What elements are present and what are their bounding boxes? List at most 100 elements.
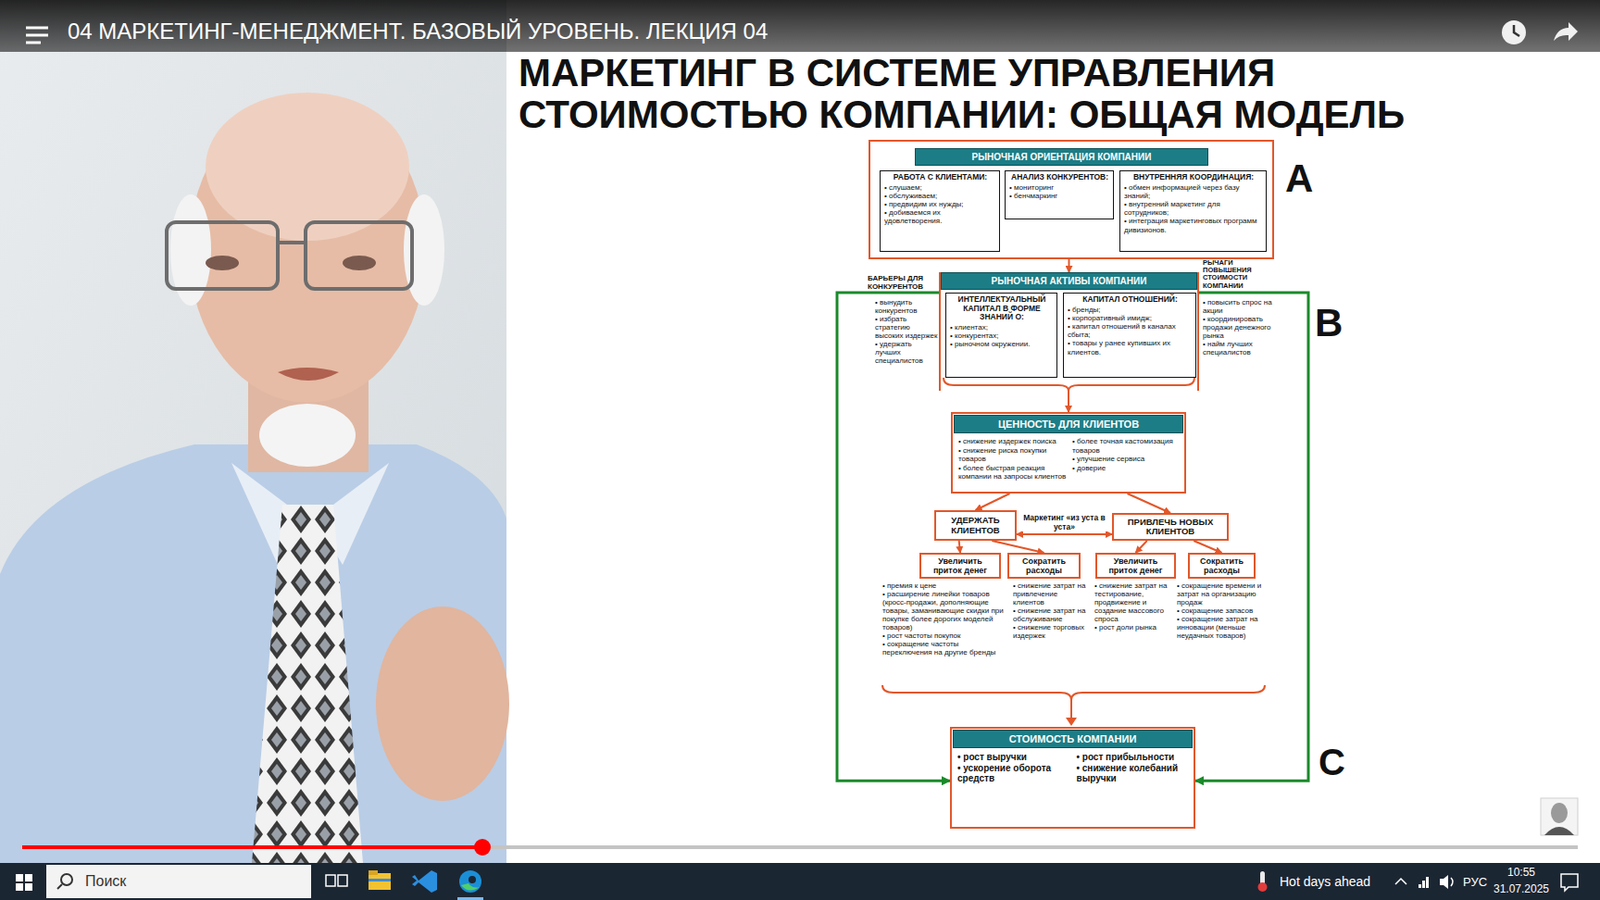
box-heading: РАБОТА С КЛИЕНТАМИ: (884, 173, 997, 183)
connector (1016, 533, 1113, 536)
list-item: • рост частоты покупок (882, 631, 1007, 640)
box-label: Увеличить приток денег (1100, 556, 1172, 575)
list-item: • найм лучших специалистов (1202, 339, 1274, 357)
list-item: • снижение затрат на привлечение клиенто… (1012, 581, 1089, 607)
section-letter: A (1285, 157, 1323, 200)
side-list: • вынудить конкурентов • избрать стратег… (875, 298, 938, 365)
list-item: • предвидим их нужды; (884, 200, 997, 209)
bullet-list: • снижение издержек поиска • снижение ри… (958, 437, 1067, 482)
side-heading: РЫЧАГИ ПОВЫШЕНИЯ СТОИМОСТИ КОМПАНИИ (1202, 259, 1274, 290)
list-item: • товары у ранее купивших их клиентов. (1067, 338, 1193, 356)
header-band: РЫНОЧНАЯ АКТИВЫ КОМПАНИИ (940, 272, 1198, 290)
progress-track (22, 845, 1578, 850)
notification-icon (1561, 874, 1578, 891)
connector (1136, 540, 1148, 553)
edge-icon (457, 870, 484, 900)
windows-logo (15, 874, 33, 891)
language-indicator: РУС (1462, 875, 1497, 890)
share-icon (1553, 22, 1578, 41)
process-box: АНАЛИЗ КОНКУРЕНТОВ:• мониторинг • бенчма… (1004, 170, 1114, 220)
taskbar (0, 862, 1600, 900)
bullet-list: • бренды; • корпоративный имидж; • капит… (1067, 305, 1193, 357)
list-item: • бренды; (1067, 305, 1193, 314)
action-box: Сократить расходы (1187, 552, 1256, 579)
box-label: УДЕРЖАТЬ КЛИЕНТОВ (938, 515, 1013, 536)
bracket-arrowhead (1065, 717, 1077, 726)
explorer-icon (368, 870, 391, 890)
channel-avatar (1540, 798, 1578, 836)
list-item: • премия к цене (882, 581, 1007, 590)
effect-list: • премия к цене • расширение линейки тов… (882, 581, 1007, 657)
progress-played (22, 845, 483, 850)
tray-chevron (1395, 878, 1407, 885)
slide-title: МАРКЕТИНГ В СИСТЕМЕ УПРАВЛЕНИЯ СТОИМОСТЬ… (518, 51, 1565, 136)
connector (837, 292, 950, 781)
clock-time: 10:55 (1490, 865, 1552, 880)
list-item: • более точная кастомизация товаров (1072, 437, 1181, 455)
box-label: ПРИВЛЕЧЬ НОВЫХ КЛИЕНТОВ (1116, 517, 1225, 538)
list-item: • снижение риска покупки товаров (958, 446, 1067, 464)
list-item: • улучшение сервиса (1072, 454, 1181, 464)
slide-ground (506, 0, 1600, 863)
section-letter: C (1318, 741, 1356, 783)
bullet-list: • рост выручки • ускорение оборота средс… (957, 751, 1072, 785)
list-item: • рост прибыльности (1076, 751, 1191, 763)
list-item: • сокращение времени и затрат на организ… (1176, 581, 1267, 607)
action-box: Сократить расходы (1007, 552, 1081, 579)
task-view-icon (325, 875, 348, 887)
process-box: ИНТЕЛЛЕКТУАЛЬНЫЙ КАПИТАЛ В ФОРМЕ ЗНАНИЙ … (945, 292, 1058, 378)
effect-list: • сокращение времени и затрат на организ… (1176, 581, 1267, 640)
box-heading: КАПИТАЛ ОТНОШЕНИЙ: (1067, 295, 1193, 305)
bracket (882, 685, 1265, 700)
watch-later-icon (1501, 20, 1526, 45)
effect-list: • снижение затрат на привлечение клиенто… (1012, 581, 1089, 640)
list-item: • конкурентах; (950, 331, 1054, 340)
list-item: • снижение колебаний выручки (1076, 762, 1191, 785)
network-icon (1418, 876, 1429, 888)
goal-box: УДЕРЖАТЬ КЛИЕНТОВ (934, 510, 1017, 541)
side-heading: БАРЬЕРЫ ДЛЯ КОНКУРЕНТОВ (867, 274, 938, 291)
bullet-list: • слушаем; • обслуживаем; • предвидим их… (884, 183, 997, 226)
bullet-list: • более точная кастомизация товаров • ул… (1072, 437, 1181, 482)
box-heading: ВНУТРЕННЯЯ КООРДИНАЦИЯ: (1124, 173, 1263, 183)
list-item: • мониторинг (1009, 183, 1111, 192)
group-box: РЫНОЧНАЯ АКТИВЫ КОМПАНИИ ИНТЕЛЛЕКТУАЛЬНЫЙ… (938, 272, 1200, 391)
list-item: • расширение линейки товаров (кросс-прод… (882, 589, 1007, 632)
lecturer-figure (0, 92, 510, 863)
header-band: РЫНОЧНАЯ ОРИЕНТАЦИЯ КОМПАНИИ (914, 148, 1209, 166)
list-item: • снижение затрат на тестирование, продв… (1094, 581, 1171, 624)
process-box: ВНУТРЕННЯЯ КООРДИНАЦИЯ:• обмен информаци… (1119, 170, 1267, 252)
volume-icon (1439, 875, 1453, 889)
header-band: СТОИМОСТЬ КОМПАНИИ (952, 729, 1193, 749)
video-title: 04 МАРКЕТИНГ-МЕНЕДЖМЕНТ. БАЗОВЫЙ УРОВЕНЬ… (67, 18, 957, 45)
body-row: • рост выручки • ускорение оборота средс… (951, 749, 1194, 788)
player-top-bar (0, 0, 1600, 52)
search-icon (57, 874, 73, 889)
list-item: • снижение издержек поиска (958, 437, 1067, 447)
goal-box: ПРИВЛЕЧЬ НОВЫХ КЛИЕНТОВ (1112, 512, 1229, 541)
list-item: • рост выручки (957, 751, 1072, 763)
group-box: РЫНОЧНАЯ ОРИЕНТАЦИЯ КОМПАНИИ РАБОТА С КЛИ… (868, 139, 1275, 260)
clock-date: 31.07.2025 (1488, 882, 1554, 897)
list-item: • сокращение запасов (1176, 606, 1267, 615)
progress-handle (474, 838, 491, 856)
box-label: Сократить расходы (1192, 556, 1251, 575)
list-item: • капитал отношений в каналах сбыта; (1067, 322, 1193, 339)
list-item: • избрать стратегию высоких издержек (875, 314, 938, 340)
list-item: • добиваемся их удовлетворения. (884, 208, 997, 225)
list-item: • повысить спрос на акции (1202, 298, 1274, 315)
box-label: Увеличить приток денег (924, 556, 997, 575)
bracket-arrow (1070, 700, 1073, 719)
list-item: • удержать лучших специалистов (875, 339, 938, 365)
connector (1127, 493, 1172, 513)
weather-text: Hot days ahead (1279, 874, 1391, 890)
bracket (943, 377, 1195, 391)
process-box: КАПИТАЛ ОТНОШЕНИЙ:• бренды; • корпоратив… (1062, 292, 1197, 378)
box-heading: АНАЛИЗ КОНКУРЕНТОВ: (1009, 173, 1111, 183)
connector (991, 540, 1044, 553)
list-item: • рост доли рынка (1094, 623, 1171, 632)
side-list: • повысить спрос на акции • координирова… (1202, 298, 1274, 357)
section-letter: B (1314, 301, 1352, 345)
action-box: Увеличить приток денег (919, 552, 1001, 579)
